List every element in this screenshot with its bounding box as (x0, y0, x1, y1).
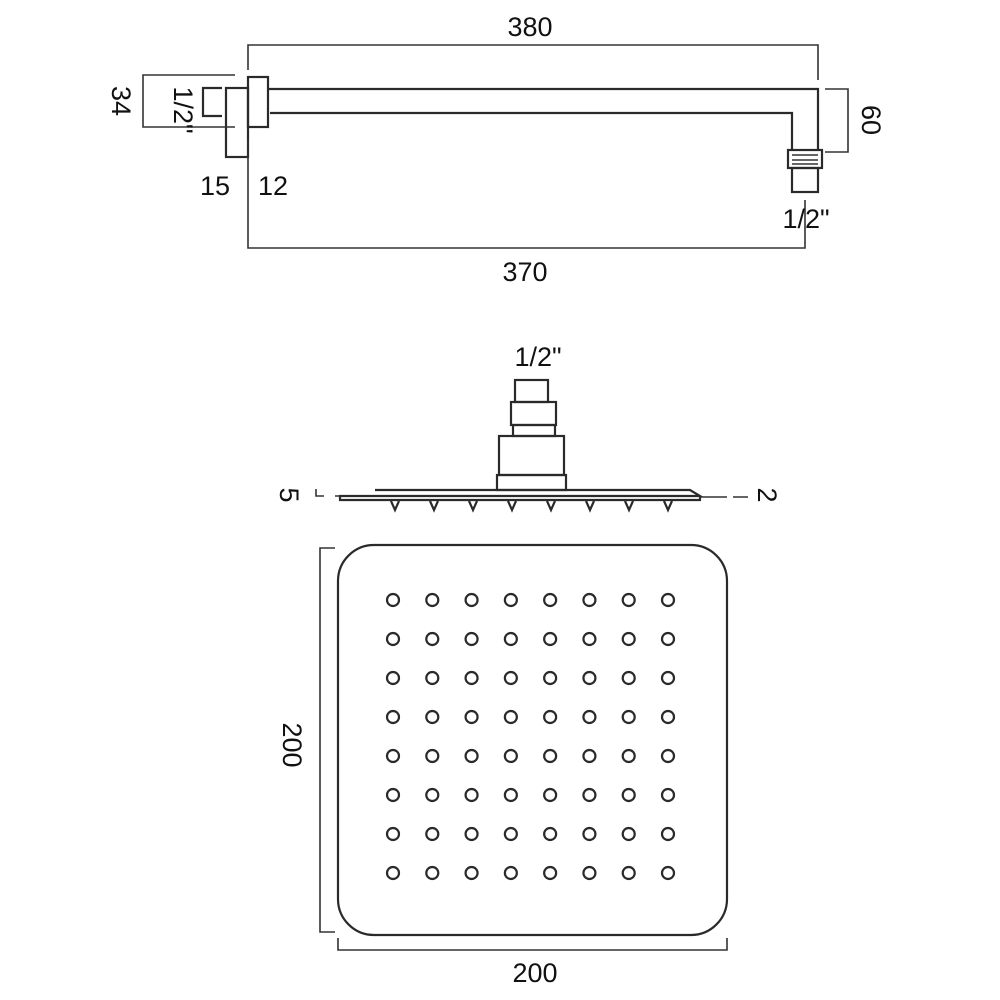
face-nozzle (621, 592, 636, 608)
dim-370: 370 (502, 257, 547, 287)
face-nozzle (582, 787, 597, 803)
arm-tube (268, 87, 820, 150)
dim-12: 12 (258, 171, 288, 201)
face-nozzle (425, 709, 440, 725)
face-nozzle (503, 865, 518, 881)
face-nozzle (543, 709, 558, 725)
face-nozzle (503, 670, 518, 686)
face-nozzle (385, 670, 401, 686)
face-nozzle (660, 787, 676, 803)
face-nozzle (464, 787, 479, 803)
dim-width-200: 200 (512, 958, 557, 988)
side-nozzle (389, 500, 401, 513)
dim-380: 380 (507, 12, 552, 42)
face-nozzle (660, 748, 676, 764)
side-nozzle (545, 500, 557, 513)
dim-15: 15 (200, 171, 230, 201)
dim-34: 34 (106, 86, 136, 116)
face-nozzle (425, 787, 440, 803)
face-nozzle (425, 826, 440, 842)
wall-connector (224, 86, 250, 159)
face-nozzle (385, 709, 401, 725)
face-nozzle (582, 592, 597, 608)
dim-inlet-thread: 1/2" (514, 342, 561, 372)
face-nozzle (660, 826, 676, 842)
face-nozzle (621, 709, 636, 725)
face-nozzle (582, 670, 597, 686)
face-nozzle (385, 631, 401, 647)
face-nozzle (582, 631, 597, 647)
face-nozzle (543, 592, 558, 608)
face-nozzle (621, 670, 636, 686)
face-nozzle (425, 592, 440, 608)
face-nozzle (503, 631, 518, 647)
face-nozzle (425, 631, 440, 647)
face-nozzle (543, 748, 558, 764)
face-nozzle (425, 865, 440, 881)
dim-60: 60 (856, 105, 886, 135)
face-nozzle (660, 670, 676, 686)
face-nozzle (660, 631, 676, 647)
dim-outlet-thread: 1/2" (782, 204, 829, 234)
face-nozzle (621, 826, 636, 842)
face-nozzle (503, 709, 518, 725)
face-nozzle (582, 865, 597, 881)
wall-flange (246, 75, 270, 129)
face-nozzle (660, 865, 676, 881)
arm-dimensions: 380 370 60 34 1/2" 15 12 1/2" (106, 12, 886, 287)
face-nozzle (503, 748, 518, 764)
dim-wall-thread: 1/2" (168, 86, 198, 133)
face-nozzle (582, 826, 597, 842)
face-nozzle (425, 670, 440, 686)
shower-head-face: 200 200 (277, 543, 729, 988)
face-nozzle (621, 748, 636, 764)
face-nozzle (464, 670, 479, 686)
face-nozzle (464, 826, 479, 842)
dim-height-200: 200 (277, 722, 307, 767)
face-nozzle (543, 826, 558, 842)
face-nozzle (425, 748, 440, 764)
face-nozzle (503, 592, 518, 608)
face-nozzle (503, 787, 518, 803)
outlet-nipple (790, 166, 820, 194)
face-nozzle (464, 592, 479, 608)
side-nozzle (662, 500, 674, 513)
outlet-thread (786, 148, 824, 170)
face-nozzle (464, 748, 479, 764)
head-plate (336, 543, 729, 937)
face-nozzle (385, 592, 401, 608)
side-nozzle (506, 500, 518, 513)
shower-arm (201, 75, 824, 194)
side-nozzle (428, 500, 440, 513)
side-nozzle (467, 500, 479, 513)
face-nozzle (582, 748, 597, 764)
face-nozzle (543, 670, 558, 686)
face-nozzle (621, 787, 636, 803)
face-nozzle (582, 709, 597, 725)
face-nozzle (660, 592, 676, 608)
dim-5: 5 (274, 487, 304, 502)
dim-2: 2 (752, 487, 782, 502)
face-nozzle (660, 709, 676, 725)
face-nozzle (385, 826, 401, 842)
face-nozzle (464, 709, 479, 725)
face-nozzle (385, 787, 401, 803)
face-nozzle (503, 826, 518, 842)
side-nozzle (623, 500, 635, 513)
shower-head-side: 5 2 1/2" (274, 342, 782, 513)
face-nozzle (621, 865, 636, 881)
face-nozzle (621, 631, 636, 647)
face-nozzle (464, 631, 479, 647)
face-nozzle (385, 748, 401, 764)
face-nozzle (464, 865, 479, 881)
wall-thread (201, 86, 222, 118)
side-nozzle (584, 500, 596, 513)
face-nozzle (543, 631, 558, 647)
face-nozzle (543, 787, 558, 803)
face-nozzle (385, 865, 401, 881)
face-nozzle (543, 865, 558, 881)
